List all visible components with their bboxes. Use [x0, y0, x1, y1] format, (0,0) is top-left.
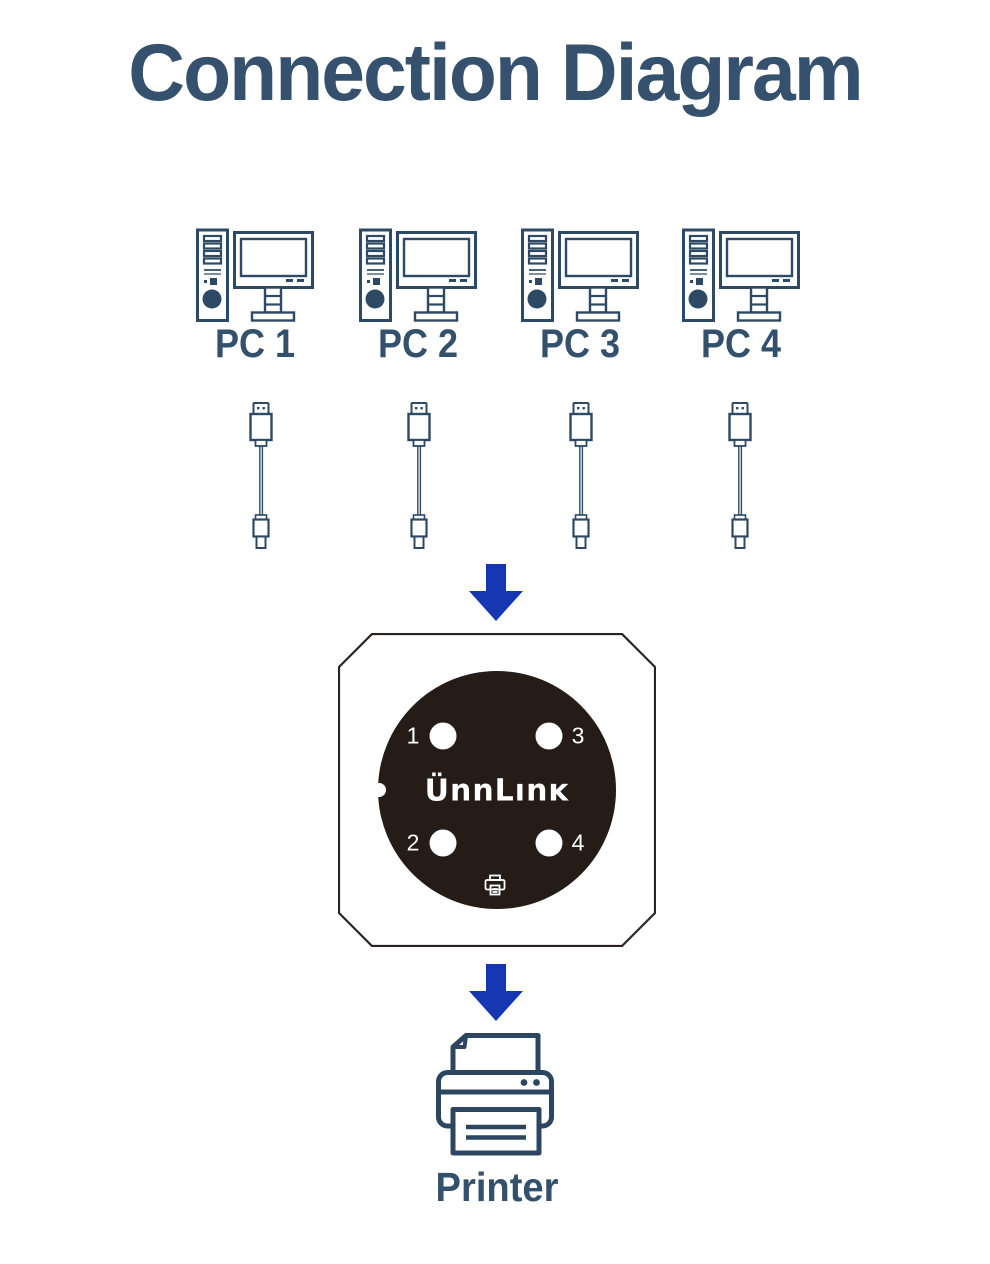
selector-notch	[369, 783, 386, 797]
usb-switch-device: 1 3 2 4 ÜnnLınĸ	[337, 632, 657, 948]
pc-icon	[682, 228, 800, 322]
port-button-4	[535, 829, 563, 857]
port-number-3: 3	[571, 722, 585, 749]
usb-cable-icon	[249, 402, 273, 549]
pc4-label: PC 4	[700, 322, 782, 366]
pc-icon	[521, 228, 639, 322]
usb-cable-icon	[569, 402, 593, 549]
usb-cable-icon	[407, 402, 431, 549]
pc-icon	[196, 228, 314, 322]
down-arrow-icon	[469, 564, 523, 621]
switch-face	[337, 632, 657, 948]
port-button-3	[535, 722, 563, 750]
port-number-4: 4	[571, 829, 585, 856]
page-title: Connection Diagram	[128, 28, 863, 118]
printer-label: Printer	[435, 1164, 559, 1210]
brand-logo: ÜnnLınĸ	[424, 773, 570, 809]
pc-icon	[359, 228, 477, 322]
printer-glyph-icon	[484, 874, 506, 896]
pc2-label: PC 2	[377, 322, 459, 366]
printer-icon	[436, 1033, 554, 1156]
port-number-1: 1	[406, 722, 420, 749]
port-button-2	[429, 829, 457, 857]
pc3-label: PC 3	[539, 322, 621, 366]
usb-cable-icon	[728, 402, 752, 549]
port-number-2: 2	[406, 829, 420, 856]
port-button-1	[429, 722, 457, 750]
down-arrow-icon	[469, 964, 523, 1021]
pc1-label: PC 1	[214, 322, 296, 366]
